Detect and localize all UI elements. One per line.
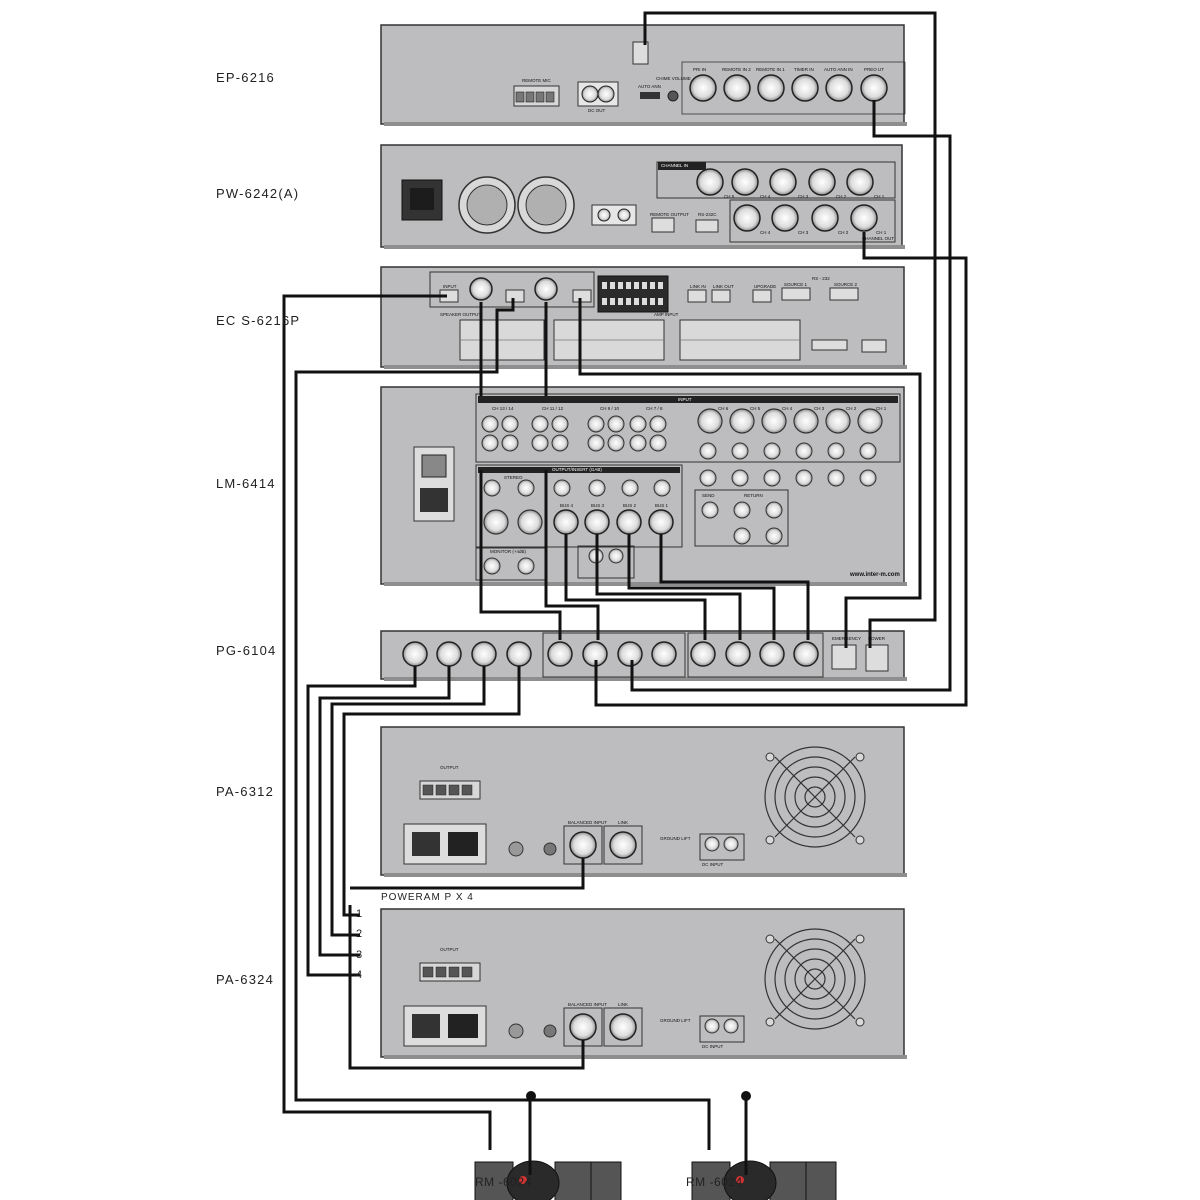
ecs-rs232-label: RS - 232	[812, 276, 830, 281]
ecs-amp-input-label: AMP INPUT	[654, 312, 679, 317]
pw-in-ch-2: CH 2	[836, 194, 847, 199]
lm6414-panel	[380, 386, 907, 586]
ep-chime-volume-label: CHIME VOLUME	[656, 76, 691, 81]
pa2-ground-lift-label: GROUND LIFT	[660, 1018, 691, 1023]
lm-mic-4: CH 2	[846, 406, 857, 411]
ecs6216p-panel	[380, 266, 907, 369]
ecs-source1-label: SOURCE 1	[784, 282, 808, 287]
lm-group-3: CH 7 / 8	[646, 406, 663, 411]
lm-mic-5: CH 1	[876, 406, 887, 411]
device-label-ep6216: EP-6216	[216, 70, 275, 85]
lm-bus-2: BUS 2	[623, 503, 637, 508]
poweramp-number-2: 2	[356, 928, 363, 940]
pw-out-ch-2: CH 2	[838, 230, 849, 235]
pa1-link-label: LINK	[618, 820, 629, 825]
lm-output-insert-label: OUTPUT/INSERT (GAB)	[552, 467, 602, 472]
poweramp-number-4: 4	[356, 969, 363, 981]
ecs-speaker-output-label: SPEAKER OUTPUT	[440, 312, 482, 317]
pa2-dc-input-label: DC INPUT	[702, 1044, 724, 1049]
pa2-link-label: LINK	[618, 1002, 629, 1007]
lm-mic-3: CH 3	[814, 406, 825, 411]
pa1-ground-lift-label: GROUND LIFT	[660, 836, 691, 841]
lm-group-1: CH 11 / 12	[542, 406, 564, 411]
pw-rs232c-label: RS-232C	[698, 212, 717, 217]
ep-jack-1: REMOTE IN 2	[722, 67, 751, 72]
lm-monitor-label: MONITOR (+4dB)	[490, 549, 527, 554]
device-label-pa6324: PA-6324	[216, 972, 275, 987]
device-label-pw6242: PW-6242(A)	[216, 186, 300, 201]
lm-send-label: SEND	[702, 493, 715, 498]
poweramp-number-3: 3	[356, 949, 363, 961]
ep-jack-2: REMOTE IN 1	[756, 67, 785, 72]
ep-jack-5: PREO UT	[864, 67, 885, 72]
ecs-source2-label: SOURCE 2	[834, 282, 858, 287]
pa2-output-label: OUTPUT	[440, 947, 459, 952]
lm-bus-3: BUS 3	[591, 503, 605, 508]
device-label-pg6104: PG-6104	[216, 643, 277, 658]
lm-stereo-label: STEREO	[504, 475, 523, 480]
pa6312-panel	[380, 726, 907, 877]
pa1-dc-input-label: DC INPUT	[702, 862, 724, 867]
pw-in-ch-1: CH 1	[874, 194, 885, 199]
xlr-connectors	[402, 74, 888, 1041]
lm-bus-4: BUS 4	[560, 503, 574, 508]
ep-dc-out-label: DC OUT	[588, 108, 606, 113]
cables	[282, 11, 968, 1150]
pw-channel-in-label: CHANNEL IN	[661, 163, 689, 168]
ep-jack-3: TIMER IN	[794, 67, 814, 72]
lm-group-2: CH 9 / 10	[600, 406, 620, 411]
pa1-output-label: OUTPUT	[440, 765, 459, 770]
ep-jack-0: PRI IN	[693, 67, 707, 72]
pa6324-panel	[380, 908, 907, 1059]
lm-group-0: CH 13 / 14	[492, 406, 514, 411]
pw-in-ch-4: CH 4	[760, 194, 771, 199]
pw-out-ch-1: CH 1	[876, 230, 887, 235]
rm6024-left	[474, 1091, 622, 1200]
pw-in-ch-3: CH 3	[798, 194, 809, 199]
ep-jack-4: AUTO ANN IN	[824, 67, 853, 72]
pw-channel-out-label: CHANNEL OUT	[862, 236, 895, 241]
poweramp-title: POWERAM P X 4	[381, 892, 474, 903]
lm-url-label: www.inter-m.com	[850, 572, 900, 578]
pw6242-panel	[380, 144, 905, 249]
rm6024-right	[691, 1091, 837, 1200]
ecs-link-out-label: LINK OUT	[713, 284, 734, 289]
ecs-upgrade-label: UPGRADE	[754, 284, 777, 289]
pw-in-ch-5: CH 5	[724, 194, 735, 199]
lm-mic-1: CH 5	[750, 406, 761, 411]
device-label-ecs6216p: EC S-6216P	[216, 313, 301, 328]
pw-out-ch-4: CH 4	[760, 230, 771, 235]
pg-emergency-label: EMERGENCY	[832, 636, 862, 641]
ep6216-panel	[380, 24, 907, 126]
ecs-link-in-label: LINK IN	[690, 284, 706, 289]
lm-input-label: INPUT	[678, 397, 692, 402]
lm-mic-2: CH 4	[782, 406, 793, 411]
rm6024-right-label: RM -6024	[686, 1175, 743, 1189]
pg-power-label: POWER	[868, 636, 886, 641]
device-label-lm6414: LM-6414	[216, 476, 276, 491]
lm-bus-1: BUS 1	[655, 503, 669, 508]
lm-return-label: RETURN	[744, 493, 763, 498]
ecs-input-label: INPUT	[443, 284, 457, 289]
ep-auto-ann-label: AUTO ANN	[638, 84, 661, 89]
rm6024-left-label: RM -6024	[475, 1175, 532, 1189]
ep-remote-mic-label: REMOTE MIC	[522, 78, 551, 83]
pa2-balanced-input-label: BALANCED INPUT	[568, 1002, 608, 1007]
device-label-pa6312: PA-6312	[216, 784, 275, 799]
pa1-balanced-input-label: BALANCED INPUT	[568, 820, 608, 825]
pw-out-ch-3: CH 3	[798, 230, 809, 235]
pw-remote-output-label: REMOTE OUTPUT	[650, 212, 689, 217]
lm-mic-0: CH 6	[718, 406, 729, 411]
poweramp-number-1: 1	[356, 908, 363, 920]
